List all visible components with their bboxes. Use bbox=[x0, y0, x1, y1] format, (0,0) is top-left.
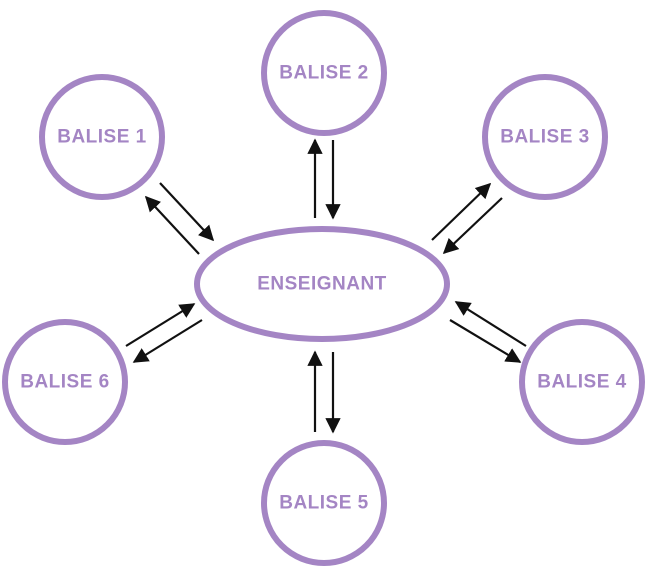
arrow-balise-1-to-enseignant bbox=[159, 182, 215, 242]
node-balise-6: BALISE 6 bbox=[2, 319, 128, 445]
arrow-enseignant-to-balise-4 bbox=[449, 319, 522, 363]
node-balise-6-label: BALISE 6 bbox=[20, 372, 110, 393]
arrow-enseignant-to-balise-1 bbox=[144, 195, 200, 255]
center-ellipse bbox=[194, 226, 450, 342]
center-node: ENSEIGNANT bbox=[194, 226, 450, 342]
node-balise-5: BALISE 5 bbox=[261, 440, 387, 566]
node-balise-5-label: BALISE 5 bbox=[279, 493, 369, 514]
node-balise-3-label: BALISE 3 bbox=[500, 127, 590, 148]
node-balise-1: BALISE 1 bbox=[39, 74, 165, 200]
arrows bbox=[125, 138, 527, 434]
node-balise-1-circle bbox=[39, 74, 165, 200]
node-balise-4: BALISE 4 bbox=[519, 319, 645, 445]
node-balise-6-circle bbox=[2, 319, 128, 445]
node-balise-2-circle bbox=[261, 10, 387, 136]
arrow-enseignant-to-balise-3 bbox=[431, 182, 492, 241]
node-balise-3-circle bbox=[482, 74, 608, 200]
node-balise-4-circle bbox=[519, 319, 645, 445]
arrow-balise-6-to-enseignant bbox=[125, 303, 196, 347]
arrow-balise-3-to-enseignant bbox=[442, 197, 503, 255]
node-balise-2-label: BALISE 2 bbox=[279, 63, 369, 84]
arrow-enseignant-to-balise-6 bbox=[132, 319, 203, 363]
arrow-balise-4-to-enseignant bbox=[454, 301, 527, 347]
node-balise-1-label: BALISE 1 bbox=[57, 127, 147, 148]
node-balise-2: BALISE 2 bbox=[261, 10, 387, 136]
center-label: ENSEIGNANT bbox=[257, 274, 387, 295]
node-balise-4-label: BALISE 4 bbox=[537, 372, 627, 393]
node-balise-3: BALISE 3 bbox=[482, 74, 608, 200]
node-balise-5-circle bbox=[261, 440, 387, 566]
